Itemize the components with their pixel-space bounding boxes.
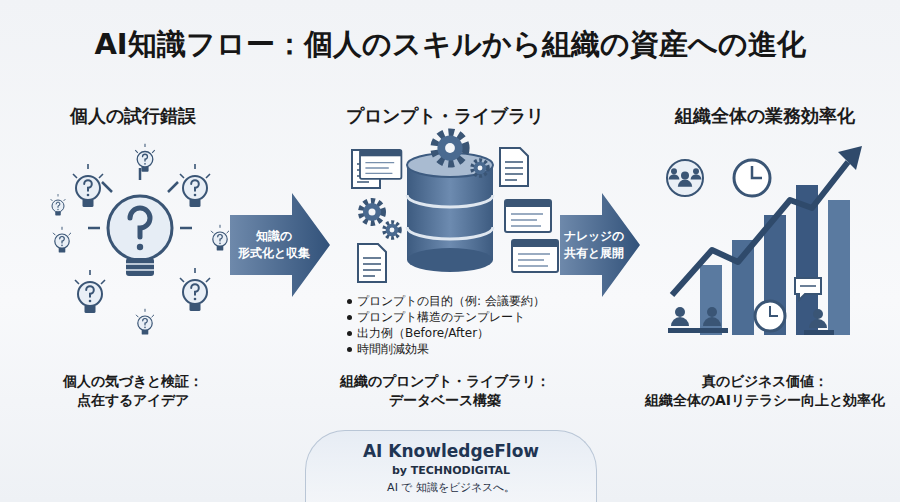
bullet-dot	[347, 315, 352, 320]
brand-tagline: AI で 知識をビジネスへ。	[306, 481, 596, 495]
stage-heading: プロンプト・ライブラリ	[330, 104, 560, 128]
stage-column: プロンプト・ライブラリプロンプトの目的（例: 会議要約）プロンプト構造のテンプレ…	[330, 100, 560, 418]
bullet-item: プロンプトの目的（例: 会議要約）	[346, 294, 560, 309]
bullet-item: 出力例（Before/After）	[346, 326, 560, 341]
stage-caption: 個人の気づきと検証： 点在するアイデア	[35, 372, 230, 410]
bullet-dot	[347, 299, 352, 304]
stage-caption: 真のビジネス価値： 組織全体のAIリテラシー向上と効率化	[640, 372, 890, 410]
stage-column: 組織全体の業務効率化真のビジネス価値： 組織全体のAIリテラシー向上と効率化	[640, 100, 890, 418]
block-arrow	[230, 193, 330, 297]
bullet-dot	[347, 347, 352, 352]
brand-byline: by TECHNODIGITAL	[306, 464, 596, 478]
arrow-label: 知識の 形式化と収集	[236, 228, 312, 262]
bullet-item: プロンプト構造のテンプレート	[346, 310, 560, 325]
brand-panel: AI KnowledgeFlow by TECHNODIGITAL AI で 知識を…	[305, 430, 597, 502]
block-arrow	[560, 193, 640, 297]
stage-heading: 個人の試行錯誤	[35, 104, 230, 128]
arrow-label: ナレッジの 共有と展開	[556, 228, 632, 262]
brand-name: AI KnowledgeFlow	[306, 441, 596, 461]
bullet-dot	[347, 331, 352, 336]
stage-column: 個人の試行錯誤個人の気づきと検証： 点在するアイデア	[35, 100, 230, 418]
bullet-item: 時間削減効果	[346, 342, 560, 357]
stage-caption: 組織のプロンプト・ライブラリ： データベース構築	[330, 372, 560, 410]
diagram-title: AI知識フロー：個人のスキルから組織の資産への進化	[10, 26, 890, 62]
stage-heading: 組織全体の業務効率化	[640, 104, 890, 128]
